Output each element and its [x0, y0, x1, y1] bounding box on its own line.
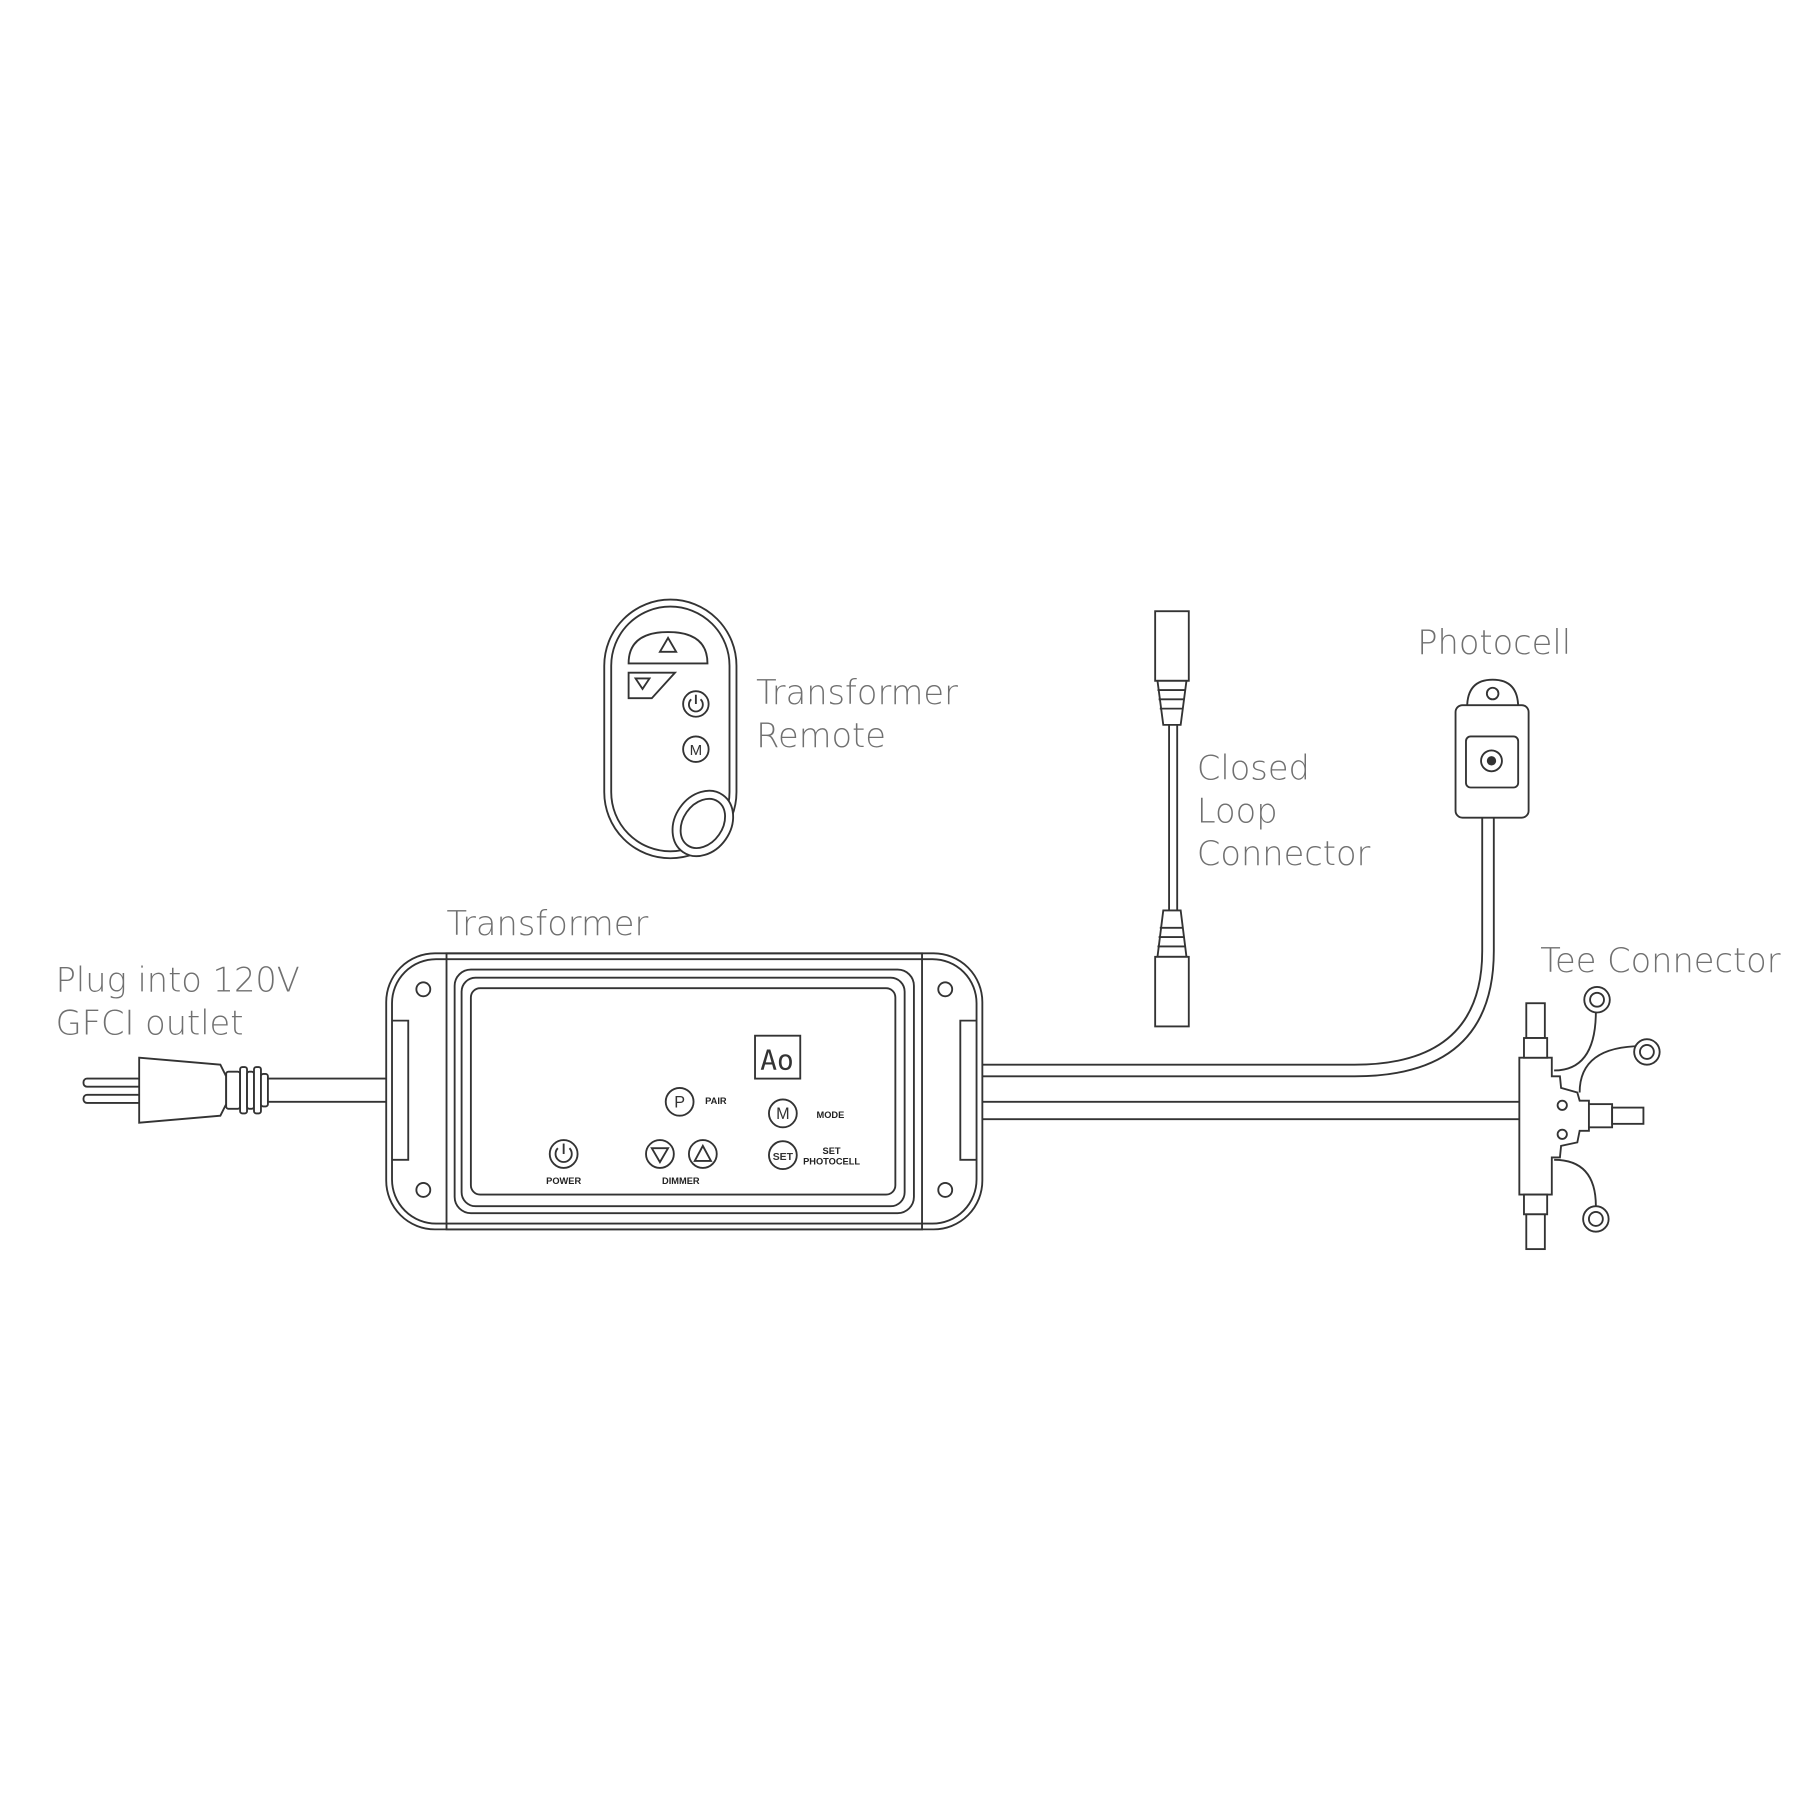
- set-photocell-button[interactable]: SET: [768, 1140, 798, 1171]
- remote-power-button[interactable]: [682, 690, 710, 718]
- remote-m-key: M: [690, 742, 703, 759]
- display-readout: Ao: [760, 1043, 794, 1076]
- closed-loop-connector: [1154, 610, 1190, 1028]
- plug-label-line2: GFCI outlet: [56, 1004, 244, 1043]
- mode-label: MODE: [816, 1110, 844, 1120]
- down-arrow-icon: [633, 677, 652, 691]
- up-arrow-icon: [658, 636, 678, 653]
- display-screen: [754, 1034, 802, 1080]
- photocell-sensor: [1486, 756, 1497, 766]
- tee-connector-label: Tee Connector: [1540, 941, 1780, 980]
- power-label: POWER: [546, 1176, 581, 1186]
- plug: [82, 1056, 389, 1124]
- closed-loop-label-line3: Connector: [1197, 834, 1371, 873]
- photocell: [1454, 678, 1530, 819]
- set-key: SET: [773, 1152, 794, 1163]
- up-arrow-icon: [693, 1143, 713, 1162]
- transformer-label: Transformer: [447, 904, 649, 943]
- transformer: Ao P PAIR M MODE SET SET PHOTOCELL POWER: [385, 952, 984, 1231]
- remote-label-line2: Remote: [756, 716, 886, 755]
- mount-hole: [937, 981, 954, 998]
- set-label-line1: SET: [823, 1146, 841, 1156]
- pair-button[interactable]: P: [664, 1086, 695, 1117]
- plug-label-line1: Plug into 120V: [56, 961, 300, 1000]
- closed-loop-label-line2: Loop: [1197, 791, 1278, 830]
- remote-up-button[interactable]: [627, 631, 709, 665]
- power-icon: [554, 1147, 573, 1163]
- mode-button[interactable]: M: [768, 1098, 798, 1129]
- cables: [982, 817, 1520, 1121]
- photocell-label: Photocell: [1417, 623, 1571, 662]
- pair-label: PAIR: [705, 1096, 727, 1106]
- closed-loop-label-line1: Closed: [1197, 748, 1310, 787]
- mode-key: M: [776, 1105, 790, 1123]
- dimmer-down-button[interactable]: [645, 1139, 675, 1169]
- dimmer-label: DIMMER: [662, 1176, 700, 1186]
- dimmer-up-button[interactable]: [687, 1139, 718, 1169]
- pair-key: P: [674, 1094, 685, 1112]
- mount-hole: [415, 1182, 432, 1198]
- down-arrow-icon: [650, 1147, 670, 1164]
- power-button[interactable]: [548, 1139, 579, 1169]
- remote-label-line1: Transformer: [756, 673, 958, 712]
- transformer-remote: M: [603, 598, 738, 860]
- mount-hole: [937, 1182, 954, 1198]
- set-label-line2: PHOTOCELL: [803, 1156, 860, 1166]
- remote-mode-button[interactable]: M: [682, 735, 710, 763]
- mount-hole: [415, 981, 432, 998]
- tee-connector: [1518, 986, 1661, 1251]
